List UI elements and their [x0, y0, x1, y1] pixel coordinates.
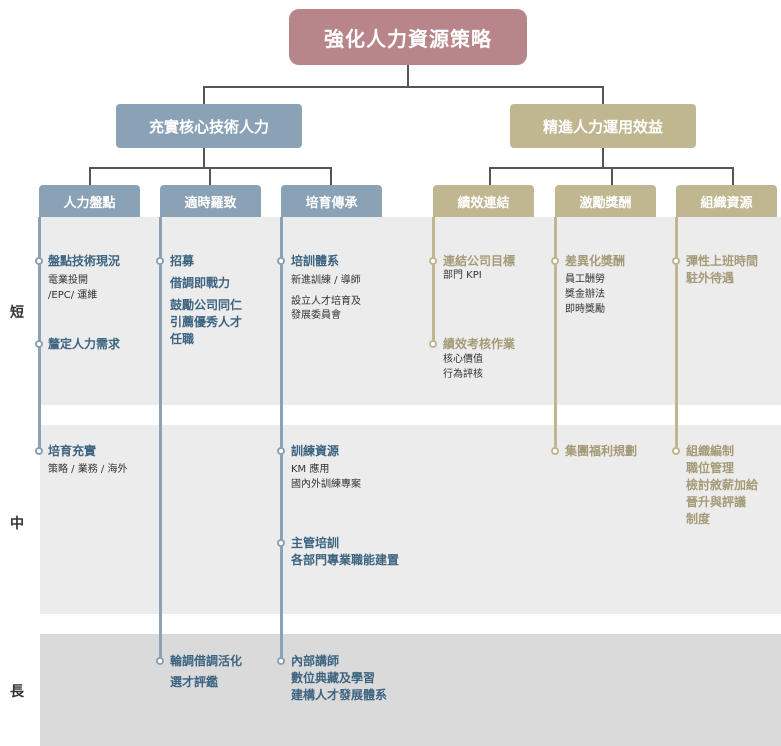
connector-col2-up	[209, 167, 211, 185]
timeline-col1	[38, 217, 41, 451]
connector-col5-up	[611, 167, 613, 185]
band-short-term	[40, 217, 781, 405]
col2-node1-line4: 引薦優秀人才	[170, 315, 243, 329]
col4-node2-title: 績效考核作業	[443, 337, 516, 351]
node-col1-1	[35, 257, 43, 265]
connector-right-branch-down	[602, 147, 604, 168]
timeline-col6	[675, 217, 678, 451]
col3-node1-title: 培訓體系	[291, 254, 340, 268]
node-col2-1	[156, 257, 164, 265]
node-col6-1	[672, 257, 680, 265]
column-header-3: 培育傳承	[281, 185, 382, 217]
col6-node2-line4: 晉升與評議	[686, 495, 747, 509]
col3-node3-line2: 各部門專業職能建置	[291, 553, 400, 567]
timeline-col3	[280, 217, 283, 661]
column-header-5: 激勵獎酬	[555, 185, 656, 217]
column-header-1: 人力盤點	[39, 185, 140, 217]
col4-node1-sub: 部門 KPI	[443, 270, 482, 281]
connector-right-branch-up	[602, 86, 604, 104]
col3-node2-title: 訓練資源	[291, 444, 340, 458]
col1-node1-sub1: 電業投開	[48, 275, 88, 286]
col6-node1-line2: 駐外待遇	[686, 271, 735, 285]
col5-node1-sub2: 獎金辦法	[565, 289, 605, 300]
node-col5-2	[551, 447, 559, 455]
col2-node1-line3: 鼓勵公司同仁	[170, 298, 243, 312]
row-label-mid: 中	[10, 516, 24, 532]
col1-node1-title: 盤點技術現況	[48, 254, 121, 268]
col3-node1-sub3: 發展委員會	[291, 310, 341, 321]
col6-node2-line2: 職位管理	[686, 461, 735, 475]
col5-node1-title: 差異化獎酬	[565, 254, 626, 268]
col4-node1-title: 連結公司目標	[443, 254, 516, 268]
connector-col4-up	[489, 167, 491, 185]
node-col3-1	[277, 257, 285, 265]
col3-node4-line2: 數位典藏及學習	[291, 671, 376, 685]
band-long-term	[40, 634, 781, 746]
node-col2-2	[156, 657, 164, 665]
root-title-box: 強化人力資源策略	[289, 9, 527, 65]
node-col4-2	[429, 340, 437, 348]
col2-node1-line2: 借調即戰力	[170, 276, 231, 290]
node-col1-3	[35, 447, 43, 455]
connector-root-down	[407, 64, 409, 87]
col5-node2-title: 集團福利規劃	[565, 444, 638, 458]
col3-node4-line3: 建構人才發展體系	[291, 688, 388, 702]
col1-node3-sub: 策略 / 業務 / 海外	[48, 464, 128, 475]
connector-col6-up	[732, 167, 734, 185]
connector-root-horizontal	[203, 86, 604, 88]
col4-node2-sub2: 行為評核	[443, 369, 483, 380]
col6-node2-line3: 檢討敘薪加給	[686, 478, 759, 492]
column-header-6: 組織資源	[676, 185, 777, 217]
timeline-col4	[432, 217, 435, 344]
timeline-col5	[554, 217, 557, 451]
connector-left-branch-up	[203, 86, 205, 104]
col1-node2-title: 釐定人力需求	[48, 337, 121, 351]
col3-node1-sub2: 設立人才培育及	[291, 296, 361, 307]
col3-node3-line1: 主管培訓	[291, 536, 340, 550]
column-header-2: 適時羅致	[160, 185, 261, 217]
branch-right-box: 精進人力運用效益	[510, 104, 696, 148]
col6-node2-line5: 制度	[686, 512, 711, 526]
col2-node2-line2: 選才評鑑	[170, 675, 219, 689]
connector-col1-up	[89, 167, 91, 185]
col3-node2-sub2: 國內外訓練專案	[291, 479, 361, 490]
node-col4-1	[429, 257, 437, 265]
connector-col3-up	[330, 167, 332, 185]
col5-node1-sub1: 員工酬勞	[565, 274, 605, 285]
node-col5-1	[551, 257, 559, 265]
column-header-4: 績效連結	[433, 185, 534, 217]
node-col3-2	[277, 447, 285, 455]
col6-node1-line1: 彈性上班時間	[686, 254, 759, 268]
row-label-long: 長	[10, 684, 24, 700]
branch-left-box: 充實核心技術人力	[116, 104, 302, 148]
col2-node2-line1: 輪調借調活化	[170, 654, 243, 668]
col1-node3-title: 培育充實	[48, 444, 97, 458]
node-col3-3	[277, 539, 285, 547]
col6-node2-line1: 組織編制	[686, 444, 735, 458]
col3-node1-sub1: 新進訓練 / 導師	[291, 275, 361, 286]
node-col6-2	[672, 447, 680, 455]
col5-node1-sub3: 即時獎勵	[565, 304, 605, 315]
col1-node1-sub2: /EPC/ 運維	[48, 290, 98, 301]
col2-node1-line5: 任職	[170, 332, 195, 346]
node-col1-2	[35, 340, 43, 348]
col3-node4-line1: 內部講師	[291, 654, 340, 668]
node-col3-4	[277, 657, 285, 665]
timeline-col2	[159, 217, 162, 661]
col2-node1-line1: 招募	[170, 254, 195, 268]
connector-left-branch-down	[203, 147, 205, 168]
col4-node2-sub1: 核心價值	[443, 354, 483, 365]
band-mid-term	[40, 425, 781, 614]
row-label-short: 短	[10, 305, 24, 321]
col3-node2-sub1: KM 應用	[291, 464, 330, 475]
